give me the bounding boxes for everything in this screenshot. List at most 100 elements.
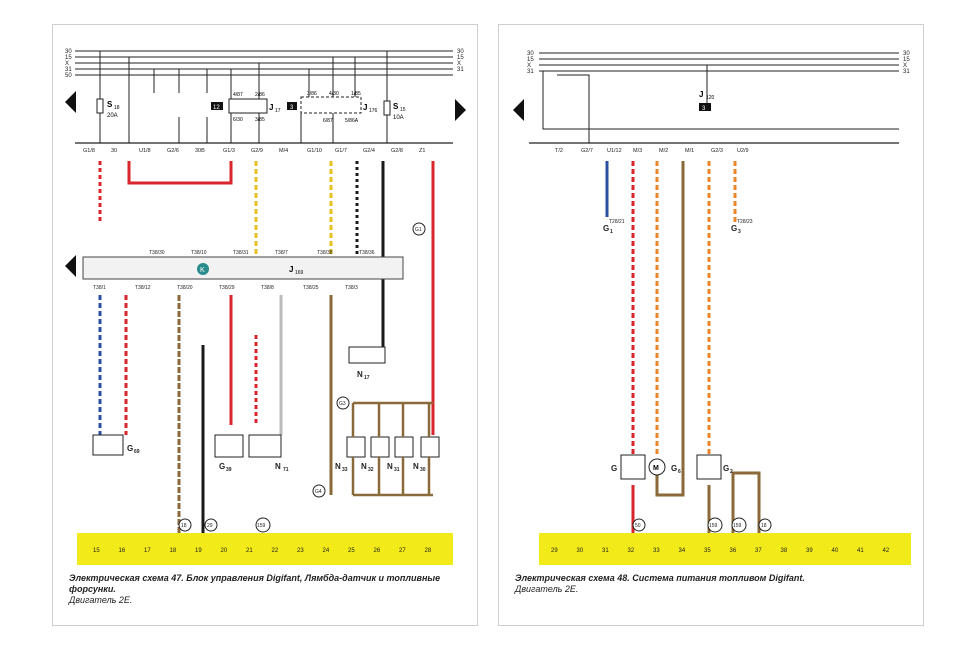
- p1-connector-label-11: G2/8: [391, 148, 403, 154]
- p1-ecu-bottom-pin-3: T38/29: [219, 285, 235, 291]
- fuse-s15-id: S: [393, 102, 399, 111]
- label-g1-sub: 1: [610, 229, 613, 235]
- p1-connector-label-1: 30: [111, 148, 117, 154]
- grid-band-47: [77, 533, 453, 565]
- injector-n30: [420, 436, 440, 458]
- p1-ecu-bottom-pin-1: T38/12: [135, 285, 151, 291]
- bus-label-15: 15: [65, 55, 72, 61]
- p2-ref-159-a-label: 159: [709, 523, 718, 529]
- p1-connector-label-5: G1/3: [223, 148, 235, 154]
- sensor-n71: [248, 434, 282, 458]
- ground-g3: [336, 396, 350, 410]
- relay-j120-id: J: [699, 90, 703, 99]
- fuse-s15-rating: 10A: [393, 115, 404, 121]
- p2-ref-159-b-label: 159: [733, 523, 742, 529]
- pin-t2821: T28/21: [609, 219, 625, 225]
- page-prev-marker: [65, 91, 76, 113]
- ecu-j169: [82, 256, 404, 280]
- injector-n31: [394, 436, 414, 458]
- valve-n17: [348, 346, 386, 364]
- ref-29-label: 29: [207, 523, 213, 529]
- relay-j17-pin-d: 3/85: [255, 117, 265, 123]
- p2-bus-label-31-right: 31: [903, 69, 910, 75]
- wire-m1-brown: [655, 161, 685, 497]
- p1-connector-label-2: U1/8: [139, 148, 151, 154]
- pin-t2823: T28/23: [737, 219, 753, 225]
- pump-g6-symbol: M: [653, 465, 659, 472]
- label-g3-sub: 3: [738, 229, 741, 235]
- relay-j17-id: J: [269, 103, 273, 112]
- p1-grid-number-5: 20: [221, 548, 228, 554]
- relay-j176-pin-a: 3/86: [307, 91, 317, 97]
- fuse-s15: [383, 100, 391, 116]
- label-n30-id: N: [413, 462, 419, 471]
- fuse-s18-id: S: [107, 100, 113, 109]
- ref-29: [204, 518, 218, 532]
- p2-connector-label-4: M/2: [659, 148, 668, 154]
- fuse-s18-sub: 18: [114, 105, 120, 111]
- bus-label-15-right: 15: [457, 55, 464, 61]
- relay-j120-badge: 3: [702, 106, 706, 112]
- ground-g4-label: G4: [315, 489, 322, 495]
- p2-grid-number-7: 36: [730, 548, 737, 554]
- caption-47-engine: Двигатель 2E.: [69, 595, 133, 605]
- fuse-s18-rating: 20A: [107, 113, 118, 119]
- ground-g4: [312, 484, 326, 498]
- p2-grid-number-10: 39: [806, 548, 813, 554]
- p2-ref-18-label: 18: [761, 523, 767, 529]
- p2-ref-50: [632, 518, 646, 532]
- p2-connector-label-1: G2/7: [581, 148, 593, 154]
- p2-grid-number-1: 30: [577, 548, 584, 554]
- label-g69-id: G: [127, 444, 133, 453]
- p2-grid-number-13: 42: [883, 548, 890, 554]
- label-n31-sub: 31: [394, 467, 400, 473]
- relay-j17-badge-box: [211, 102, 223, 110]
- p2-bus-label-31: 31: [527, 69, 534, 75]
- diagram-page-47: 30 15 X 31 50 30 15 X 31 S 18 20A 12 J 1…: [52, 24, 478, 626]
- bus-label-30-right: 30: [457, 49, 464, 55]
- label-n33-id: N: [335, 462, 341, 471]
- sensor-g39: [214, 434, 244, 458]
- p1-ecu-bottom-pin-6: T38/3: [345, 285, 358, 291]
- relay-j176-badge: 3: [290, 105, 294, 111]
- p1-grid-number-0: 15: [93, 548, 100, 554]
- p2-bus-label-15-right: 15: [903, 57, 910, 63]
- bus-label-30: 30: [65, 49, 72, 55]
- p2-connector-label-3: M/3: [633, 148, 642, 154]
- fuse-s18: [96, 98, 104, 114]
- p2-connector-label-7: U2/9: [737, 148, 749, 154]
- p2-connector-label-2: U1/12: [607, 148, 622, 154]
- grid-band-48: [539, 533, 911, 565]
- bus-label-31-right: 31: [457, 67, 464, 73]
- pump-g6: [648, 458, 666, 476]
- label-g69-sub: 69: [134, 449, 140, 455]
- p2-grid-number-4: 33: [653, 548, 660, 554]
- p1-grid-number-6: 21: [246, 548, 253, 554]
- p2-ref-159-a: [707, 517, 723, 533]
- relay-j17-pin-b: 2/86: [255, 92, 265, 98]
- bus-label-x: X: [65, 61, 69, 67]
- p1-grid-number-4: 19: [195, 548, 202, 554]
- p1-grid-number-11: 26: [374, 548, 381, 554]
- label-g-id: G: [611, 464, 617, 473]
- page-next-marker: [455, 99, 466, 121]
- ref-18-label: 18: [181, 523, 187, 529]
- p1-grid-number-8: 23: [297, 548, 304, 554]
- p2-bus-label-30: 30: [527, 51, 534, 57]
- p1-grid-number-10: 25: [348, 548, 355, 554]
- relay-j176-id: J: [363, 103, 367, 112]
- relay-j176-pin-d: 6/87: [323, 118, 333, 124]
- relay-j176: [300, 96, 362, 114]
- sensor-g: [620, 454, 646, 480]
- p1-grid-number-1: 16: [119, 548, 126, 554]
- p1-grid-number-7: 22: [272, 548, 279, 554]
- p1-connector-label-8: G1/10: [307, 148, 322, 154]
- relay-j176-pin-c: 1/85: [351, 91, 361, 97]
- label-g39-id: G: [219, 462, 225, 471]
- ground-g1-label: G1: [415, 227, 422, 233]
- p2-grid-number-8: 37: [755, 548, 762, 554]
- relay-j176-pin-b: 4/30: [329, 91, 339, 97]
- relay-j120-badge-box: [699, 103, 711, 111]
- p1-grid-number-9: 24: [323, 548, 330, 554]
